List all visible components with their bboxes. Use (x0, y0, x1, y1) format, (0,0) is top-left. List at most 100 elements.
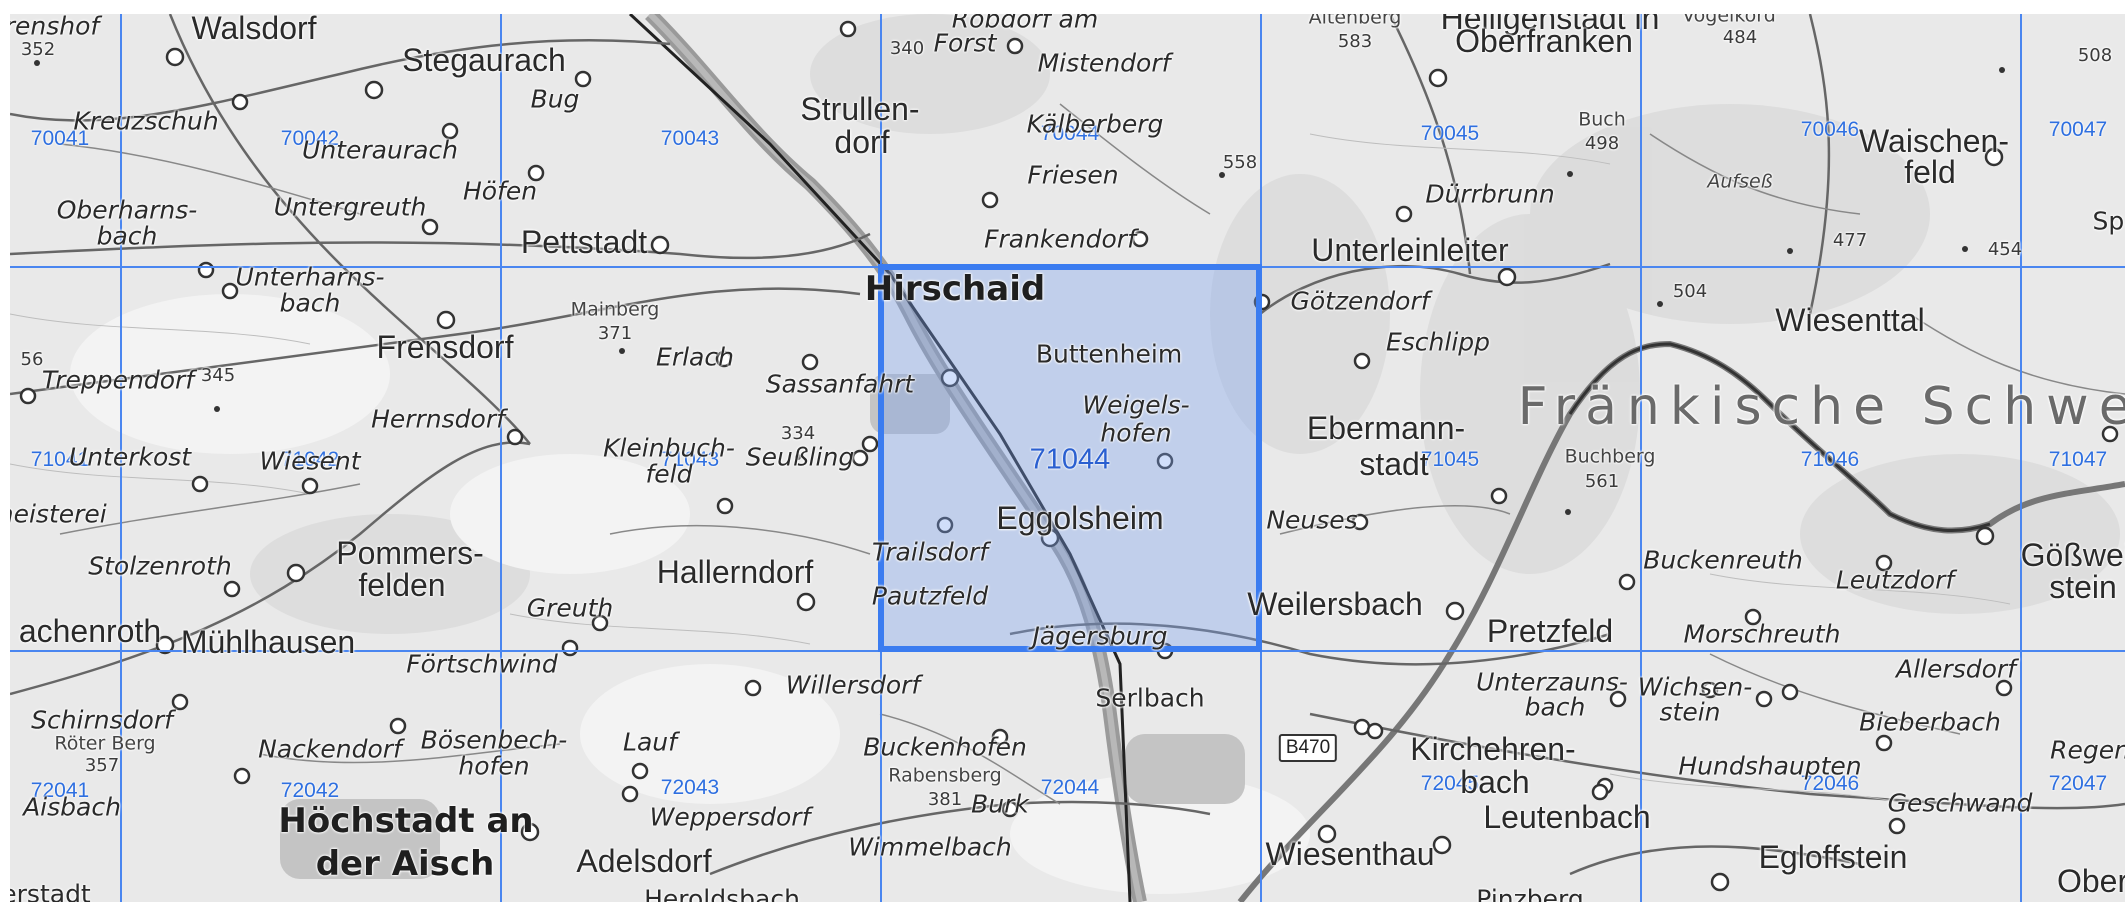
place-label: Walsdorf (191, 14, 317, 46)
place-label: Unterzauns- (1476, 667, 1628, 697)
grid-label-71043[interactable]: 71043 (660, 448, 720, 471)
place-label: Buckenhofen (863, 732, 1027, 762)
place-label: Röter Berg (54, 732, 156, 755)
place-label: Vogelkord (1682, 14, 1776, 27)
place-label: Eschlipp (1385, 327, 1491, 357)
place-label: Stegaurach (402, 42, 566, 78)
place-label: Weigels- (1082, 390, 1190, 420)
elevation-label: 371 (597, 323, 633, 344)
grid-label-71045[interactable]: 71045 (1420, 448, 1480, 471)
grid-label-70044[interactable]: 70044 (1040, 122, 1100, 145)
place-label: stein (2049, 569, 2117, 605)
grid-label-72043[interactable]: 72043 (660, 776, 720, 799)
grid-label-70043[interactable]: 70043 (660, 127, 720, 150)
place-label: Unterharns- (235, 262, 385, 292)
place-label: stein (1659, 697, 1721, 727)
place-label: Heroldsbach (644, 884, 800, 902)
grid-label-70041[interactable]: 70041 (30, 127, 90, 150)
place-label: Röbdorf am (951, 14, 1099, 34)
place-label: Gößwein- (2020, 537, 2125, 573)
grid-label-71041[interactable]: 71041 (30, 448, 90, 471)
place-label: meisterei (10, 499, 107, 529)
place-label: hofen (1100, 418, 1172, 448)
elevation-label: 352 (20, 39, 56, 60)
place-label: Kreuzschuh (73, 106, 219, 136)
place-label: Unterkost (68, 442, 192, 472)
grid-label-72045[interactable]: 72045 (1420, 772, 1480, 795)
place-label: Burk (971, 789, 1029, 819)
place-label: Forst (933, 28, 997, 58)
place-label: Frensdorf (376, 329, 514, 365)
place-label: Heiligenstadt in (1440, 14, 1660, 36)
place-label: Mistendorf (1037, 48, 1171, 78)
grid-label-72044[interactable]: 72044 (1040, 776, 1100, 799)
place-label: Hundshaupten (1678, 751, 1862, 781)
grid-label-70046[interactable]: 70046 (1800, 118, 1860, 141)
place-label: Ebermann- (1306, 410, 1466, 446)
grid-label-71047[interactable]: 71047 (2048, 448, 2108, 471)
grid-label-72047[interactable]: 72047 (2048, 772, 2108, 795)
place-label: Buchberg (1564, 445, 1656, 468)
place-label: Treppendorf (41, 365, 195, 395)
grid-label-72046[interactable]: 72046 (1800, 772, 1860, 795)
place-label: Weilersbach (1247, 586, 1423, 622)
place-label: Geschwand (1887, 788, 2033, 818)
elevation-label: 498 (1584, 133, 1620, 154)
place-label: Wimmelbach (848, 832, 1012, 862)
elevation-label: 561 (1584, 471, 1620, 492)
place-label: Altenberg (1308, 14, 1402, 29)
elevation-label: 583 (1337, 31, 1373, 52)
place-label: Eggolsheim (996, 500, 1164, 536)
place-label: Adelsdorf (576, 843, 712, 879)
place-label: renshof (10, 14, 100, 41)
place-label: Kälberberg (1026, 109, 1164, 139)
place-label: Buckenreuth (1643, 545, 1803, 575)
place-label: Lauf (623, 727, 677, 757)
place-label: Weppersdorf (649, 802, 811, 832)
grid-label-71044[interactable]: 71044 (1029, 443, 1111, 476)
grid-label-71042[interactable]: 71042 (280, 448, 340, 471)
place-label: felden (358, 567, 446, 603)
grid-label-71046[interactable]: 71046 (1800, 448, 1860, 471)
grid-label-70042[interactable]: 70042 (280, 127, 340, 150)
place-label: bach (1460, 764, 1530, 800)
place-label: Waischen- (1859, 123, 2009, 159)
selected-grid-cell[interactable] (878, 264, 1262, 652)
terrain-layer (10, 14, 2125, 902)
elevation-label: 357 (84, 755, 120, 776)
grid-line (2020, 14, 2022, 902)
region-label-line1: Fränkische Schweiz (1517, 377, 2125, 437)
grid-label-70045[interactable]: 70045 (1420, 122, 1480, 145)
place-label: Strullen- (800, 91, 920, 127)
place-label: hofen (458, 751, 530, 781)
place-label: Aisbach (23, 792, 121, 822)
grid-label-72041[interactable]: 72041 (30, 779, 90, 802)
place-label: Kirchehren- (1410, 731, 1576, 767)
map-viewport[interactable]: 70041 70042 70043 70044 70045 70046 7004… (10, 14, 2125, 902)
place-label: Mühlhausen (180, 624, 356, 660)
place-label: Höfen (462, 176, 538, 206)
place-label: Bug (530, 84, 580, 114)
road-shield-b470: B470 (1278, 734, 1338, 762)
place-label: Herrnsdorf (371, 404, 505, 434)
place-label: Wiesenthau (1265, 836, 1435, 872)
place-label: bach (96, 221, 158, 251)
place-label: Frankendorf (984, 224, 1136, 254)
grid-line (1640, 14, 1642, 902)
place-label: der Aisch (315, 844, 495, 884)
place-label: bach (1524, 692, 1586, 722)
grid-line (120, 14, 122, 902)
place-label: achenroth (18, 613, 162, 649)
place-label: Buttenheim (1035, 339, 1183, 369)
elevation-label: 334 (780, 423, 816, 444)
grid-label-70047[interactable]: 70047 (2048, 118, 2108, 141)
grid-line (500, 14, 502, 902)
elevation-label: 56 (20, 349, 44, 370)
place-label: Oberfranken (1455, 23, 1633, 59)
place-label: Kleinbuch- (603, 433, 735, 463)
place-label: Jägersburg (1032, 621, 1168, 651)
place-label: Pommers- (336, 535, 484, 571)
place-label: Höchstadt an (278, 801, 534, 841)
grid-label-72042[interactable]: 72042 (280, 779, 340, 802)
elevation-label: 381 (927, 789, 963, 810)
